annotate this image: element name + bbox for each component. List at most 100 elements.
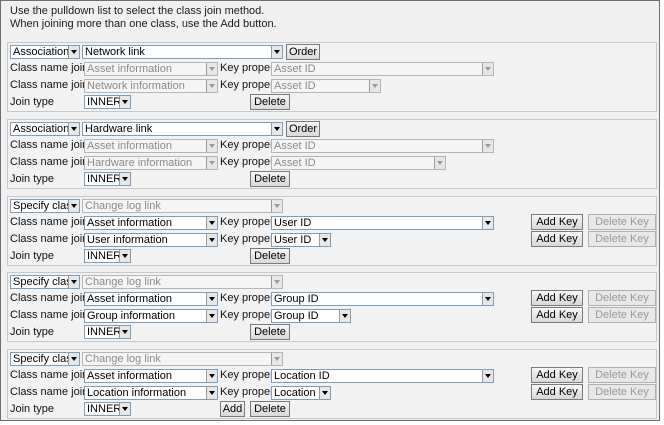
chevron-down-icon bbox=[271, 276, 282, 288]
key-property-to-select[interactable]: Location ID bbox=[271, 386, 331, 400]
chevron-down-icon bbox=[369, 80, 380, 92]
class-name-join-select-value: Asset information bbox=[87, 293, 172, 305]
chevron-down-icon[interactable] bbox=[271, 46, 282, 58]
class-name-join-to-label: Class name join to bbox=[10, 386, 101, 398]
add-button[interactable]: Add bbox=[220, 401, 245, 417]
join-method-select[interactable]: Association bbox=[10, 122, 80, 136]
chevron-down-icon[interactable] bbox=[271, 123, 282, 135]
chevron-down-icon[interactable] bbox=[319, 387, 330, 399]
chevron-down-icon[interactable] bbox=[68, 200, 79, 212]
chevron-down-icon[interactable] bbox=[339, 310, 350, 322]
chevron-down-icon[interactable] bbox=[119, 250, 130, 262]
chevron-down-icon[interactable] bbox=[68, 123, 79, 135]
class-name-join-select[interactable]: Asset information bbox=[84, 216, 218, 230]
chevron-down-icon[interactable] bbox=[68, 353, 79, 365]
key-property-select[interactable]: Group ID bbox=[271, 292, 494, 306]
class-name-join-select: Asset information bbox=[84, 62, 218, 76]
join-type-select-value: INNER bbox=[87, 96, 122, 108]
add-key-button-2[interactable]: Add Key bbox=[531, 384, 583, 400]
chevron-down-icon[interactable] bbox=[206, 387, 217, 399]
key-property-select[interactable]: Location ID bbox=[271, 369, 494, 383]
chevron-down-icon bbox=[271, 200, 282, 212]
chevron-down-icon[interactable] bbox=[119, 403, 130, 415]
key-property-select: Asset ID bbox=[271, 62, 494, 76]
join-method-select-value: Association bbox=[13, 46, 70, 58]
key-property-to-select[interactable]: User ID bbox=[271, 233, 331, 247]
class-name-join-select-value: Asset information bbox=[87, 370, 172, 382]
key-property-label: Key property bbox=[220, 62, 283, 74]
class-name-join-to-select[interactable]: Group information bbox=[84, 309, 218, 323]
join-type-select[interactable]: INNER bbox=[84, 172, 131, 186]
link-select[interactable]: Hardware link bbox=[82, 122, 283, 136]
chevron-down-icon[interactable] bbox=[68, 46, 79, 58]
class-name-join-to-select[interactable]: Location information bbox=[84, 386, 218, 400]
key-property-select-value: Group ID bbox=[274, 293, 319, 305]
key-property-to-select[interactable]: Group ID bbox=[271, 309, 351, 323]
delete-button[interactable]: Delete bbox=[250, 324, 290, 340]
link-select-value: Network link bbox=[85, 46, 145, 58]
join-type-select[interactable]: INNER bbox=[84, 402, 131, 416]
chevron-down-icon[interactable] bbox=[319, 234, 330, 246]
link-select-value: Change log link bbox=[85, 276, 161, 288]
add-key-button[interactable]: Add Key bbox=[531, 290, 583, 306]
chevron-down-icon[interactable] bbox=[482, 293, 493, 305]
class-name-join-to-select[interactable]: User information bbox=[84, 233, 218, 247]
link-select-value: Change log link bbox=[85, 200, 161, 212]
chevron-down-icon[interactable] bbox=[206, 217, 217, 229]
chevron-down-icon[interactable] bbox=[119, 173, 130, 185]
join-type-label: Join type bbox=[10, 96, 55, 108]
add-key-button[interactable]: Add Key bbox=[531, 367, 583, 383]
join-type-select-value: INNER bbox=[87, 250, 122, 262]
chevron-down-icon[interactable] bbox=[68, 276, 79, 288]
join-method-select[interactable]: Specify class bbox=[10, 275, 80, 289]
key-property-select-value: Location ID bbox=[274, 370, 330, 382]
delete-button[interactable]: Delete bbox=[250, 401, 290, 417]
chevron-down-icon[interactable] bbox=[482, 217, 493, 229]
order-button[interactable]: Order bbox=[286, 44, 320, 60]
key-property-label: Key property bbox=[220, 369, 283, 381]
add-key-button[interactable]: Add Key bbox=[531, 214, 583, 230]
chevron-down-icon[interactable] bbox=[206, 234, 217, 246]
class-name-join-select[interactable]: Asset information bbox=[84, 369, 218, 383]
class-name-join-to-label: Class name join to bbox=[10, 79, 101, 91]
join-type-select[interactable]: INNER bbox=[84, 325, 131, 339]
key-property-to-select-value: Group ID bbox=[274, 310, 319, 322]
order-button[interactable]: Order bbox=[286, 121, 320, 137]
join-type-select-value: INNER bbox=[87, 326, 122, 338]
join-method-select[interactable]: Specify class bbox=[10, 352, 80, 366]
join-type-select[interactable]: INNER bbox=[84, 249, 131, 263]
key-property-to-select-value: User ID bbox=[274, 234, 312, 246]
key-property-to-label: Key property bbox=[220, 156, 283, 168]
key-property-to-label: Key property bbox=[220, 309, 283, 321]
chevron-down-icon[interactable] bbox=[206, 370, 217, 382]
delete-key-button: Delete Key bbox=[588, 290, 656, 306]
add-key-button-2[interactable]: Add Key bbox=[531, 307, 583, 323]
join-type-select[interactable]: INNER bbox=[84, 95, 131, 109]
key-property-to-select: Asset ID bbox=[271, 79, 381, 93]
key-property-select: Asset ID bbox=[271, 139, 494, 153]
join-method-select[interactable]: Specify class bbox=[10, 199, 80, 213]
join-method-select[interactable]: Association bbox=[10, 45, 80, 59]
add-key-button-2[interactable]: Add Key bbox=[531, 231, 583, 247]
link-select: Change log link bbox=[82, 352, 283, 366]
class-name-join-select[interactable]: Asset information bbox=[84, 292, 218, 306]
link-select[interactable]: Network link bbox=[82, 45, 283, 59]
delete-button[interactable]: Delete bbox=[250, 94, 290, 110]
delete-button[interactable]: Delete bbox=[250, 248, 290, 264]
chevron-down-icon[interactable] bbox=[482, 370, 493, 382]
chevron-down-icon[interactable] bbox=[119, 96, 130, 108]
chevron-down-icon[interactable] bbox=[119, 326, 130, 338]
chevron-down-icon[interactable] bbox=[206, 293, 217, 305]
delete-button[interactable]: Delete bbox=[250, 171, 290, 187]
delete-key-button: Delete Key bbox=[588, 214, 656, 230]
instruction-line-2: When joining more than one class, use th… bbox=[10, 18, 277, 30]
key-property-select[interactable]: User ID bbox=[271, 216, 494, 230]
class-name-join-to-label: Class name join to bbox=[10, 156, 101, 168]
chevron-down-icon[interactable] bbox=[206, 310, 217, 322]
class-name-join-select-value: Asset information bbox=[87, 140, 172, 152]
chevron-down-icon bbox=[271, 353, 282, 365]
